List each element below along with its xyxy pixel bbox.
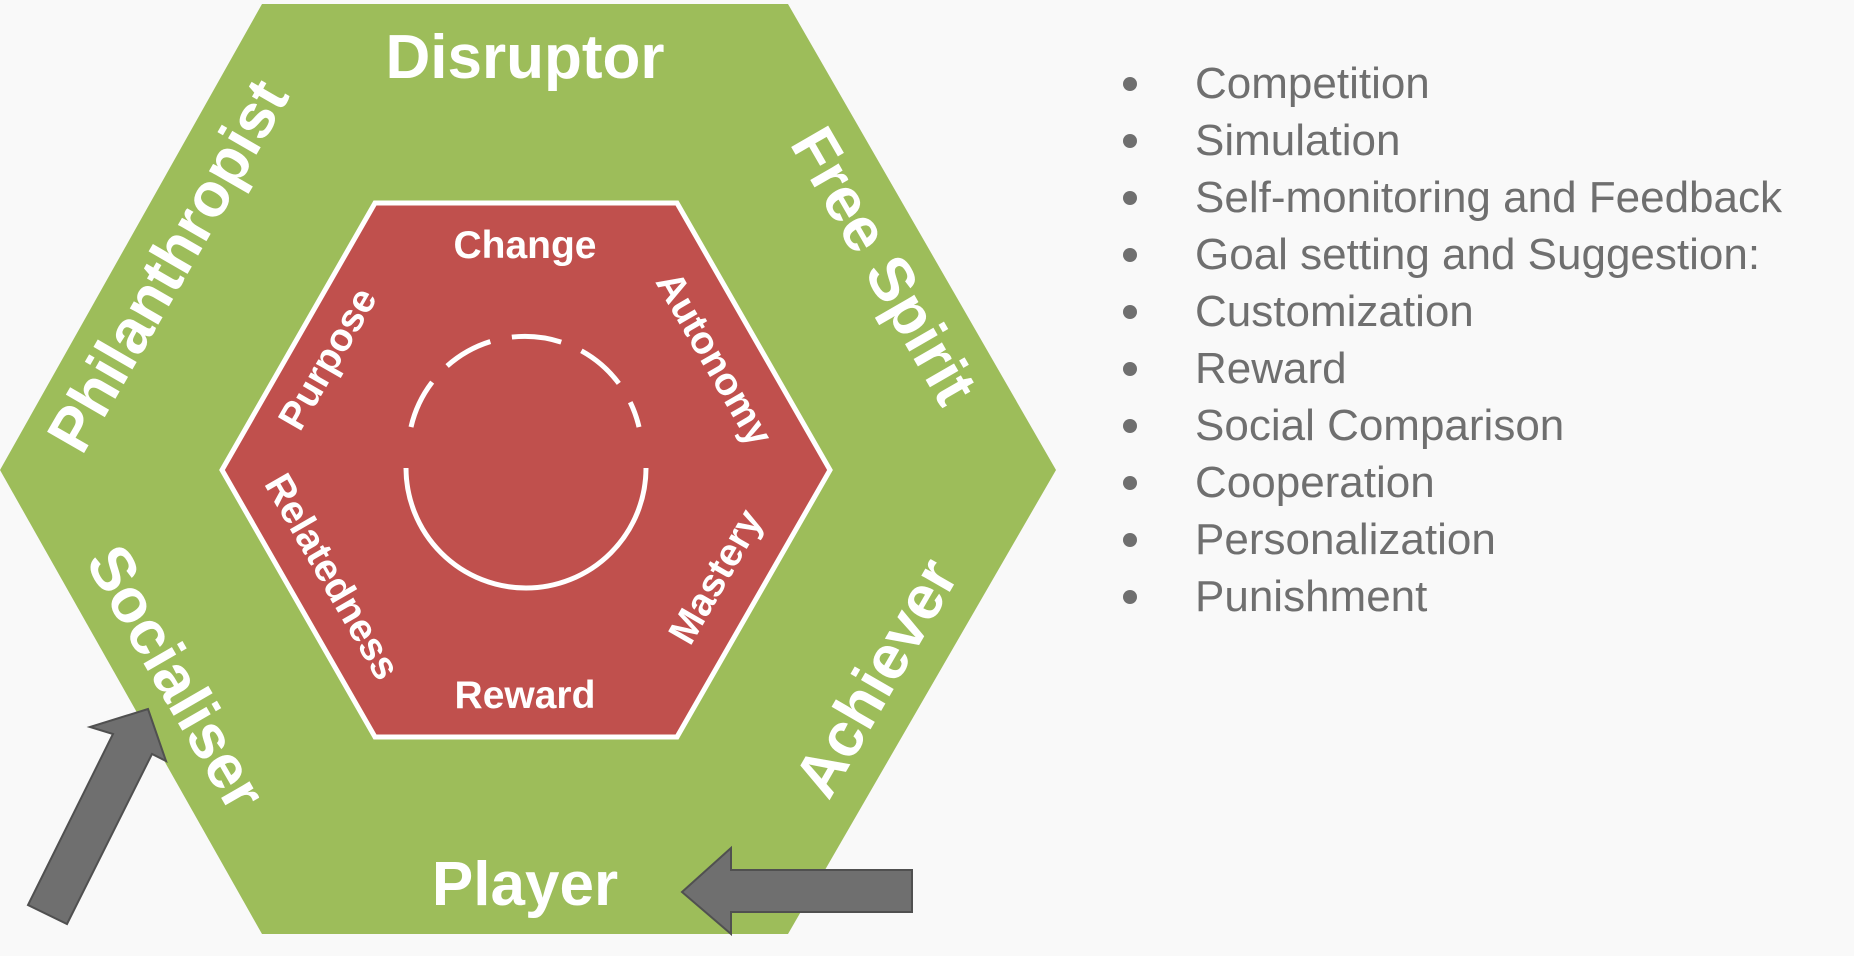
list-item: Self-monitoring and Feedback bbox=[1115, 169, 1854, 226]
list-item: Goal setting and Suggestion: bbox=[1115, 226, 1854, 283]
list-item: Social Comparison bbox=[1115, 397, 1854, 454]
list-item-label: Customization bbox=[1195, 287, 1474, 336]
arrow-pointing-to-socialiser-icon bbox=[26, 707, 168, 926]
bullet-dot-icon bbox=[1123, 419, 1137, 433]
list-item-label: Reward bbox=[1195, 344, 1347, 393]
list-item: Personalization bbox=[1115, 511, 1854, 568]
outer-label-disruptor: Disruptor bbox=[386, 23, 665, 92]
bullet-dot-icon bbox=[1123, 134, 1137, 148]
inner-label-reward: Reward bbox=[455, 674, 596, 717]
arrow-pointing-to-player-icon bbox=[680, 845, 913, 937]
inner-hexagon bbox=[219, 200, 833, 740]
bullet-dot-icon bbox=[1123, 248, 1137, 262]
list-item-label: Goal setting and Suggestion: bbox=[1195, 230, 1761, 279]
bullet-dot-icon bbox=[1123, 590, 1137, 604]
list-item-label: Personalization bbox=[1195, 515, 1496, 564]
list-item-label: Social Comparison bbox=[1195, 401, 1565, 450]
bullet-dot-icon bbox=[1123, 305, 1137, 319]
bullet-dot-icon bbox=[1123, 77, 1137, 91]
bullet-dot-icon bbox=[1123, 476, 1137, 490]
outer-label-player: Player bbox=[432, 850, 618, 919]
center-circle-dashed-arc bbox=[408, 333, 642, 428]
list-item-label: Self-monitoring and Feedback bbox=[1195, 173, 1782, 222]
list-item: Reward bbox=[1115, 340, 1854, 397]
bullet-dot-icon bbox=[1123, 533, 1137, 547]
center-circle-solid-arc bbox=[403, 467, 649, 591]
list-item-label: Simulation bbox=[1195, 116, 1401, 165]
inner-label-change: Change bbox=[453, 224, 596, 267]
bullet-dot-icon bbox=[1123, 191, 1137, 205]
list-item: Cooperation bbox=[1115, 454, 1854, 511]
bullet-dot-icon bbox=[1123, 362, 1137, 376]
list-item: Customization bbox=[1115, 283, 1854, 340]
list-item-label: Cooperation bbox=[1195, 458, 1435, 507]
list-item-label: Competition bbox=[1195, 59, 1430, 108]
list-item: Simulation bbox=[1115, 112, 1854, 169]
list-item: Punishment bbox=[1115, 568, 1854, 625]
list-item-label: Punishment bbox=[1195, 572, 1428, 621]
list-item: Competition bbox=[1115, 55, 1854, 112]
